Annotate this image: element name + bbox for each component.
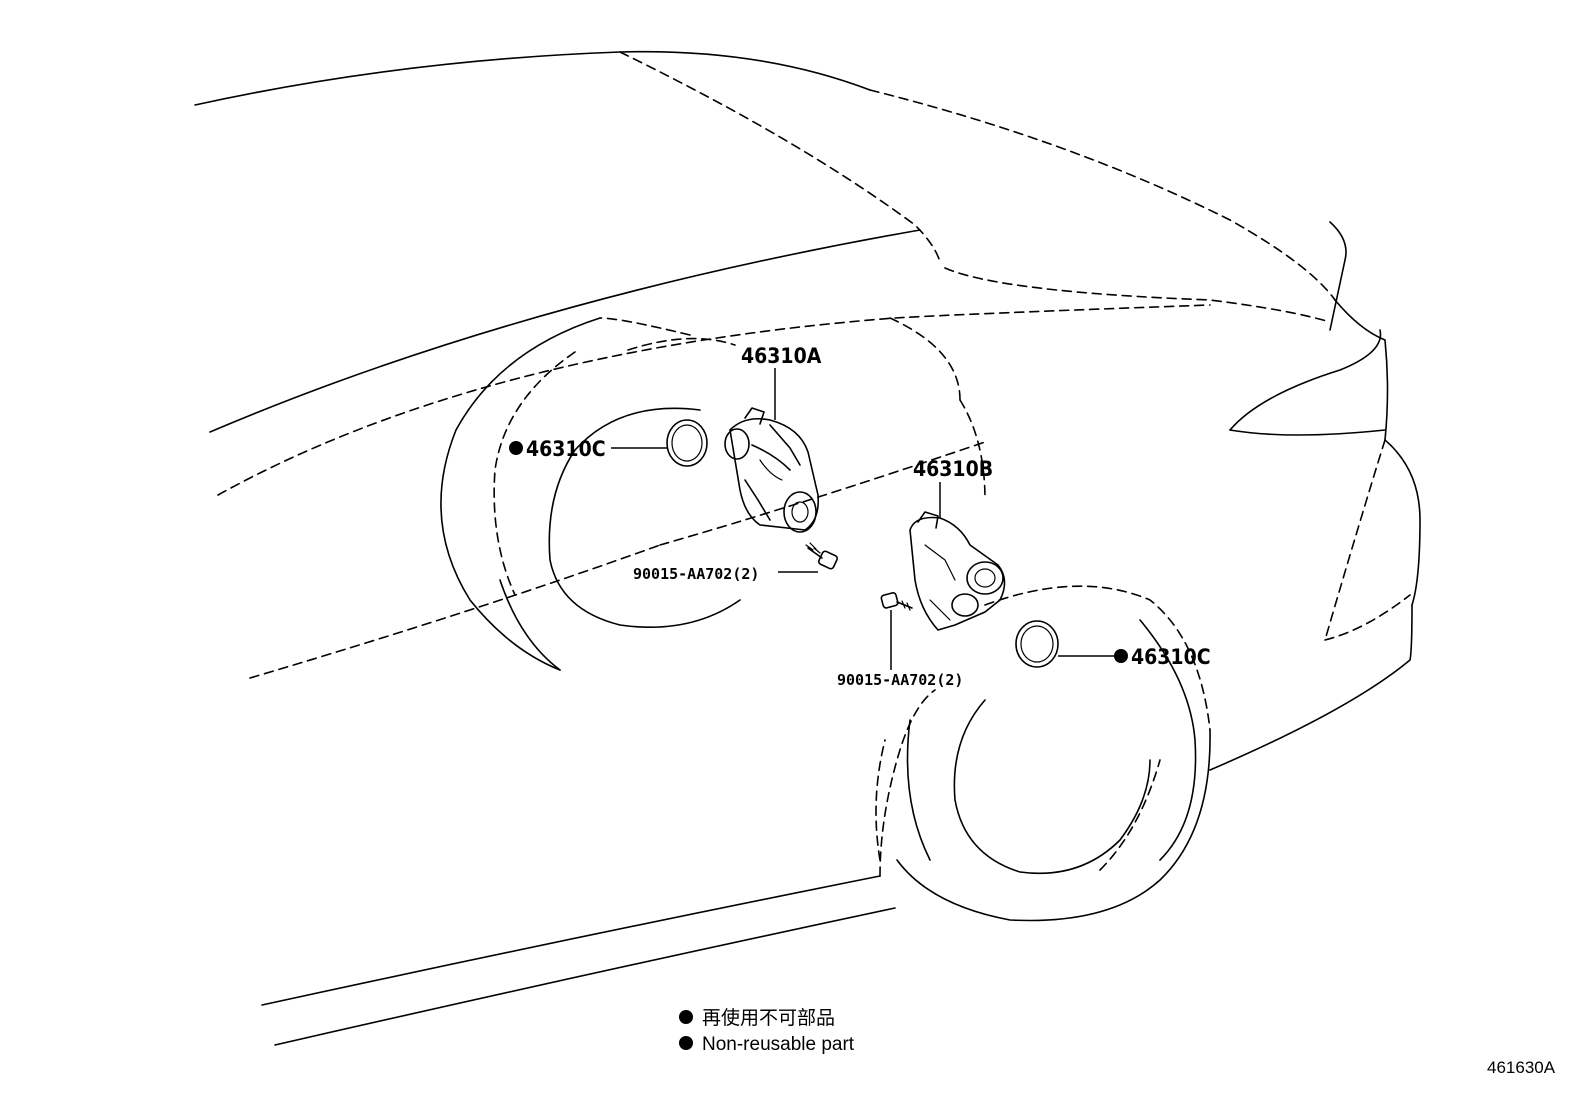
bolt-rear-part bbox=[880, 592, 913, 611]
actuator-rear-part bbox=[909, 511, 1006, 631]
bolt-front-part bbox=[805, 542, 839, 570]
legend-marker-en bbox=[679, 1036, 693, 1050]
actuator-front-part bbox=[724, 407, 820, 533]
legend-text-en: Non-reusable part bbox=[702, 1034, 855, 1055]
legend-marker-ja bbox=[679, 1010, 693, 1024]
callout-actuator-front: 46310A bbox=[741, 344, 822, 368]
non-reusable-marker-rear bbox=[1114, 649, 1128, 663]
seal-rear-part bbox=[1015, 620, 1059, 668]
callout-labels: 46310A 46310C 90015-AA702(2) 46310B 4631… bbox=[509, 344, 1211, 689]
callout-actuator-rear: 46310B bbox=[913, 457, 993, 481]
vehicle-body-outline bbox=[194, 50, 1421, 1046]
seal-front-part bbox=[666, 419, 708, 467]
drawing-number: 461630A bbox=[1487, 1058, 1556, 1077]
front-wheel-outline bbox=[875, 585, 1211, 922]
rear-wheel-outline bbox=[440, 317, 986, 671]
leader-lines bbox=[611, 368, 1120, 670]
callout-bolt-front: 90015-AA702(2) bbox=[633, 565, 759, 583]
legend: 再使用不可部品 Non-reusable part bbox=[679, 1007, 855, 1055]
non-reusable-marker-front bbox=[509, 441, 523, 455]
callout-seal-front: 46310C bbox=[526, 437, 606, 461]
legend-text-ja: 再使用不可部品 bbox=[702, 1007, 835, 1029]
callout-seal-rear: 46310C bbox=[1131, 645, 1211, 669]
callout-bolt-rear: 90015-AA702(2) bbox=[837, 671, 963, 689]
